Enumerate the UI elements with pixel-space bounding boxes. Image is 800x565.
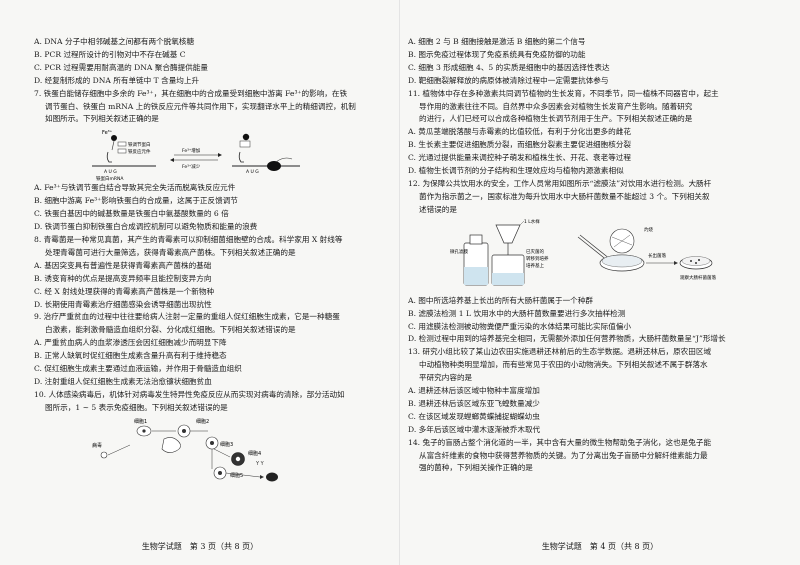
sterile-label: 已灭菌的 bbox=[526, 248, 544, 255]
q13-option-a: A. 退耕还林后该区域中物种丰富度增加 bbox=[408, 386, 540, 396]
q14-stem-1: 14. 兔子的盲肠占整个消化道的一半，其中含有大量的微生物帮助兔子消化，这也是兔… bbox=[408, 437, 712, 447]
q11-option-d: D. 植物生长调节剂的分子结构和生理效应均与植物内源激素相似 bbox=[408, 166, 624, 176]
iron-response-element-label: 铁反应元件 bbox=[128, 148, 151, 155]
fe-ion-icon bbox=[111, 135, 117, 142]
q8-stem-1: 8. 青霉菌是一种常见真菌，其产生的青霉素可以抑制细菌细胞壁的合成。科学家用 X… bbox=[34, 234, 343, 244]
q7-option-d: D. 铁调节蛋白抑制铁蛋白合成调控机制可以避免物质和能量的浪费 bbox=[34, 222, 258, 232]
colony-count-label: 观察大肠杆菌菌落 bbox=[680, 274, 716, 281]
q10-option-b: B. 图示免疫过程体现了免疫系统具有免疫防御的功能 bbox=[408, 49, 586, 59]
q8-option-d: D. 长期使用青霉素治疗细菌感染会诱导细菌出现抗性 bbox=[34, 299, 212, 309]
q10-stem-1: 10. 人体感染病毒后，机体针对病毒发生特异性免疫反应从而实现对病毒的清除，部分… bbox=[34, 389, 345, 399]
q9-option-c: C. 促红细胞生成素主要通过血液运输，并作用于骨髓造血组织 bbox=[34, 364, 242, 374]
q7-figure: Fe³⁺ 铁调节蛋白 铁反应元件 A U G 铁蛋白mRNA Fe³⁺增加 Fe… bbox=[34, 126, 372, 182]
q7-stem-2: 调节蛋白、铁蛋白 mRNA 上的铁反应元件等共同作用下，实现翻译水平上的精细调控… bbox=[45, 101, 356, 111]
membrane-label: 微孔滤膜 bbox=[450, 248, 468, 255]
q12-option-c: C. 用滤膜法检测被动物粪便严重污染的水体结果可能比实际值偏小 bbox=[408, 321, 631, 331]
q12-option-d: D. 检测过程中用到的培养基完全相同，无需额外添加任何营养物质，大肠杆菌数量呈“… bbox=[408, 334, 726, 344]
q13-stem-3: 平研究内容的是 bbox=[419, 373, 473, 383]
footer-page-4: 生物学试题 第 4 页（共 8 页） bbox=[541, 542, 659, 551]
medium-label: 培养基上 bbox=[526, 262, 544, 269]
q9-stem-1: 9. 治疗严重贫血的过程中往往要给病人注射一定量的重组人促红细胞生成素，它是一种… bbox=[34, 312, 340, 322]
q9-option-a: A. 严重贫血病人的血浆渗透压会因红细胞减少而明显下降 bbox=[34, 338, 227, 348]
q13-stem-1: 13. 研究小组比较了某山边农田实施退耕还林前后的生态学数据。退耕还林后，原农田… bbox=[408, 347, 712, 357]
q12-figure: 微孔滤膜 1 L水样 已灭菌的 转移到培养 培养基上 灼烧 bbox=[408, 217, 760, 295]
aug-left-label: A U G bbox=[104, 169, 117, 175]
q10-option-a: A. 细胞 2 与 B 细胞接触是激活 B 细胞的第二个信号 bbox=[408, 37, 586, 46]
target-cell-icon bbox=[266, 472, 278, 482]
q7-stem-3: 如图所示。下列相关叙述正确的是 bbox=[45, 114, 159, 124]
svg-text:Y Y: Y Y bbox=[255, 461, 265, 467]
q11-stem-3: 的进行，人们已经可以合成各种植物生长调节剂用于生产。下列相关叙述正确的是 bbox=[419, 114, 693, 124]
q6-option-b: B. PCR 过程所设计的引物对中不存在碱基 C bbox=[34, 49, 186, 59]
q12-stem-1: 12. 为保障公共饮用水的安全，工作人员常用如图所示“滤膜法”对饮用水进行检测。… bbox=[408, 178, 712, 188]
page-divider bbox=[399, 0, 400, 565]
fe-decrease-label: Fe³⁺减少 bbox=[182, 163, 201, 170]
q8-option-a: A. 基因突变具有普遍性是获得青霉素高产菌株的基础 bbox=[34, 260, 212, 270]
q13-option-c: C. 在该区域发现螳螂黄蝶捕捉蝴蝶幼虫 bbox=[408, 411, 540, 421]
immune-diagram: 细胞1 细胞2 病毒 细胞3 细胞4 Y Y bbox=[92, 418, 278, 482]
q14-stem-3: 强的菌种，下列相关操作正确的是 bbox=[419, 463, 533, 473]
cell2-label: 细胞2 bbox=[196, 418, 209, 425]
q8-stem-2: 处理青霉菌可进行大量筛选，获得青霉素高产菌株。下列相关叙述正确的是 bbox=[45, 247, 296, 257]
membrane-filter-diagram: 微孔滤膜 1 L水样 已灭菌的 转移到培养 培养基上 灼烧 bbox=[450, 218, 716, 286]
q14-stem-2: 从富含纤维素的食物中获得营养物质的关键。为了分离出兔子盲肠中分解纤维素能力最 bbox=[419, 450, 708, 460]
hairpin-icon bbox=[106, 152, 112, 163]
q9-option-d: D. 注射重组人促红细胞生成素无法治愈镰状细胞贫血 bbox=[34, 376, 212, 386]
q8-option-b: B. 诱变育种的优点是提高变异频率且能控制变异方向 bbox=[34, 273, 212, 283]
virus-label: 病毒 bbox=[92, 442, 102, 449]
fe-ion-right-icon bbox=[242, 134, 250, 141]
q6-option-c: C. PCR 过程需要用耐高温的 DNA 聚合酶提供能量 bbox=[34, 62, 208, 72]
q12-option-b: B. 滤膜法检测 1 L 饮用水中的大肠杆菌数量要进行多次抽样检测 bbox=[408, 308, 626, 318]
q12-option-a: A. 图中所选培养基上长出的所有大肠杆菌属于一个种群 bbox=[408, 295, 593, 305]
right-page: A. 细胞 2 与 B 细胞接触是激活 B 细胞的第二个信号 B. 图示免疫过程… bbox=[400, 0, 800, 565]
mrna-label: 铁蛋白mRNA bbox=[96, 175, 124, 182]
q12-stem-2: 菌作为指示菌之一，国家标准为每升饮用水中大肠杆菌数量不能超过 3 个。下列相关叙 bbox=[419, 191, 710, 201]
cell1-label: 细胞1 bbox=[134, 418, 147, 425]
q7-diagram: Fe³⁺ 铁调节蛋白 铁反应元件 A U G 铁蛋白mRNA Fe³⁺增加 Fe… bbox=[92, 130, 300, 182]
aug-right-label: A U G bbox=[246, 169, 259, 175]
cell5-label: 细胞5 bbox=[230, 472, 243, 479]
ribosome-icon bbox=[267, 161, 281, 172]
q7-stem-1: 7. 铁蛋白能储存细胞中多余的 Fe³⁺，其在细胞中的合成量受到细胞中游离 Fe… bbox=[34, 88, 348, 98]
q11-stem-1: 11. 植物体中存在多种激素共同调节植物的生长发育，不同季节，同一植株不同器官中… bbox=[408, 88, 719, 98]
virus-icon bbox=[100, 451, 108, 458]
q6-option-a: A. DNA 分子中相邻碱基之间都有两个脱氧核糖 bbox=[34, 37, 195, 46]
q11-stem-2: 导作用的激素往往不同。自然界中众多因素会对植物生长发育产生影响。随着研究 bbox=[419, 101, 693, 111]
funnel-icon bbox=[495, 224, 521, 244]
q7-option-c: C. 铁蛋白基因中的碱基数量是铁蛋白中氨基酸数量的 6 倍 bbox=[34, 209, 229, 219]
tweezers-label: 转移到培养 bbox=[526, 255, 549, 262]
q13-stem-2: 中动植物种类明显增加，而有些常见于农田的小动物消失。下列相关叙述不属于群落水 bbox=[419, 360, 708, 370]
left-column: A. DNA 分子中相邻碱基之间都有两个脱氧核糖 B. PCR 过程所设计的引物… bbox=[34, 36, 372, 485]
q11-option-a: A. 黄瓜茎端脱落酸与赤霉素的比值较低，有利于分化出更多的雌花 bbox=[408, 127, 631, 137]
water-sample-label: 1 L水样 bbox=[524, 218, 540, 225]
q12-stem-3: 述错误的是 bbox=[419, 204, 457, 214]
cell4-label: 细胞4 bbox=[248, 450, 261, 457]
fe-increase-label: Fe³⁺增加 bbox=[182, 147, 201, 154]
q11-option-b: B. 生长素主要促进细胞质分裂，而细胞分裂素主要促进细胞核分裂 bbox=[408, 140, 632, 150]
left-page: A. DNA 分子中相邻碱基之间都有两个脱氧核糖 B. PCR 过程所设计的引物… bbox=[34, 36, 372, 551]
cell3-label: 细胞3 bbox=[220, 441, 233, 448]
q13-option-d: D. 多年后该区域中灌木逐渐被乔木取代 bbox=[408, 424, 541, 434]
q7-option-b: B. 细胞中游离 Fe³⁺影响铁蛋白的合成量，这属于正反馈调节 bbox=[34, 196, 238, 206]
q10-option-d: D. 靶细胞裂解释放的病原体被清除过程中一定需要抗体参与 bbox=[408, 75, 609, 85]
q10-option-c: C. 细胞 3 形成细胞 4、5 的实质是细胞中的基因选择性表达 bbox=[408, 62, 610, 72]
forceps-icon bbox=[577, 236, 609, 261]
flame-label: 灼烧 bbox=[644, 226, 653, 233]
q10-stem-2: 图所示，1 ~ 5 表示免疫细胞。下列相关叙述错误的是 bbox=[45, 402, 228, 412]
q9-option-b: B. 正常人缺氧时促红细胞生成素含量升高有利于维持稳态 bbox=[34, 351, 227, 361]
iron-regulatory-protein-label: 铁调节蛋白 bbox=[128, 141, 151, 148]
footer-page-3: 生物学试题 第 3 页（共 8 页） bbox=[141, 542, 259, 551]
right-column: A. 细胞 2 与 B 细胞接触是激活 B 细胞的第二个信号 B. 图示免疫过程… bbox=[408, 36, 760, 475]
q6-option-d: D. 经复制形成的 DNA 所有单链中 T 含量均上升 bbox=[34, 75, 200, 85]
q10-figure: 细胞1 细胞2 病毒 细胞3 细胞4 Y Y bbox=[34, 415, 372, 485]
q13-option-b: B. 退耕还林后该区域东亚飞蝗数量减少 bbox=[408, 398, 540, 408]
q9-stem-2: 白激素，能刺激骨髓造血组织分裂、分化成红细胞。下列相关叙述错误的是 bbox=[45, 325, 296, 335]
q7-option-a: A. Fe³⁺与铁调节蛋白结合导致其完全失活而脱离铁反应元件 bbox=[34, 183, 236, 193]
colony-growth-label: 长出菌落 bbox=[648, 252, 666, 259]
q11-option-c: C. 光通过提供能量来调控种子萌发和植株生长、开花、衰老等过程 bbox=[408, 153, 631, 163]
q8-option-c: C. 经 X 射线处理获得的青霉素高产菌株是一个新物种 bbox=[34, 286, 215, 296]
fe-top-label: Fe³⁺ bbox=[102, 130, 113, 136]
